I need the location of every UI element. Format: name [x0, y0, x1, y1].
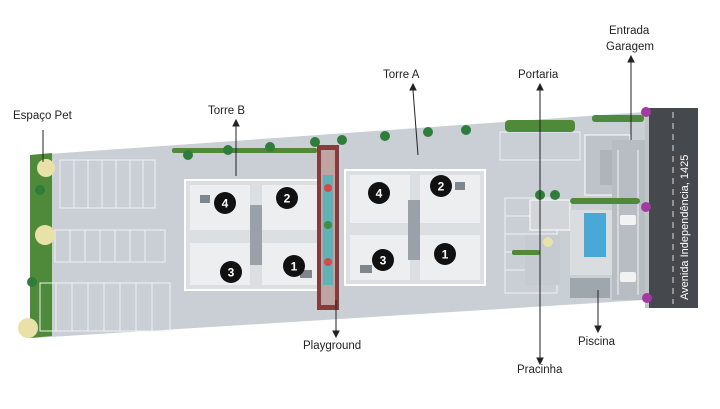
torre-b-building: [184, 179, 326, 291]
flowering-trees: [18, 159, 553, 338]
unit-number: 4: [376, 187, 383, 201]
unit-number: 3: [380, 254, 387, 268]
unit-badge-torre-b-2: 2: [276, 187, 298, 209]
label-entrada: Entrada: [609, 25, 650, 37]
unit-badge-torre-b-4: 4: [214, 192, 236, 214]
flowers: [641, 107, 652, 303]
label-garagem: Garagem: [606, 41, 654, 53]
unit-number: 4: [222, 197, 229, 211]
label-torre-a: Torre A: [383, 69, 420, 81]
unit-badge-torre-a-4: 4: [368, 182, 390, 204]
street-label: Avenida Independência, 1425: [679, 154, 691, 300]
unit-number: 3: [228, 266, 235, 280]
unit-number: 1: [442, 248, 449, 262]
playground-area: [317, 145, 339, 310]
label-playground: Playground: [303, 340, 362, 352]
leader-lines: [42, 54, 635, 366]
hedges: [172, 115, 644, 255]
pool-area: [570, 210, 612, 298]
label-portaria: Portaria: [518, 69, 559, 81]
unit-number: 2: [438, 180, 445, 194]
label-pracinha: Pracinha: [517, 364, 563, 376]
unit-badge-torre-b-3: 3: [220, 261, 242, 283]
unit-badge-torre-a-1: 1: [434, 243, 456, 265]
unit-badge-torre-b-1: 1: [283, 255, 305, 277]
espaco-pet-garden: [30, 153, 52, 338]
label-espaco-pet: Espaço Pet: [13, 110, 72, 122]
unit-badge-torre-a-3: 3: [372, 249, 394, 271]
torre-a-building: [344, 169, 486, 286]
unit-number: 2: [284, 192, 291, 206]
label-piscina: Piscina: [578, 336, 616, 348]
unit-number: 1: [291, 260, 298, 274]
garage-strip: [612, 140, 645, 300]
unit-badge-torre-a-2: 2: [430, 175, 452, 197]
label-torre-b: Torre B: [208, 105, 246, 117]
